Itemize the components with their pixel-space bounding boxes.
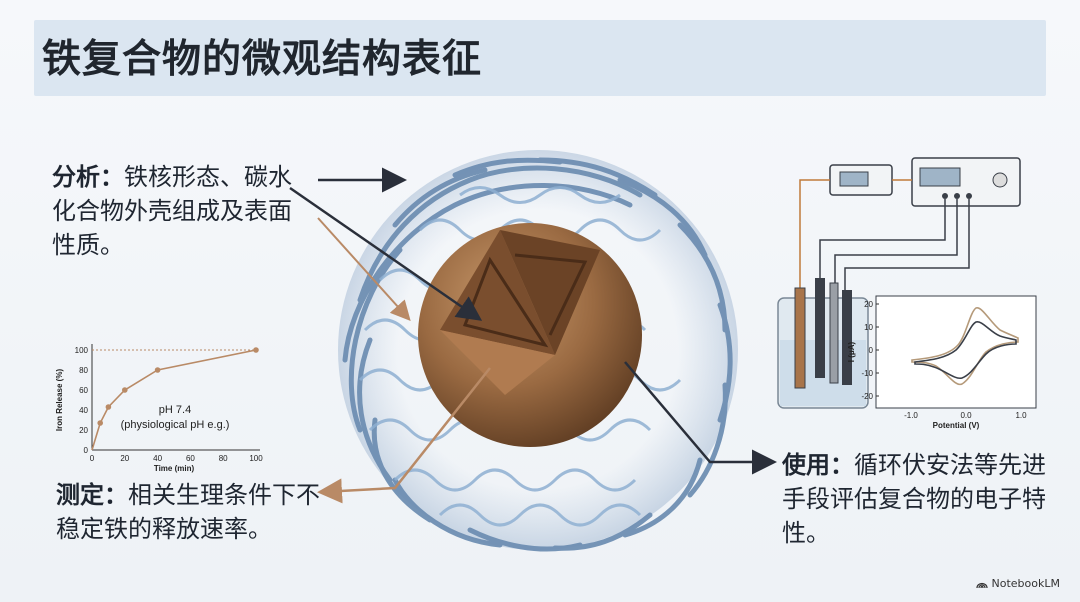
cv-x-tick: -1.0 (904, 411, 918, 420)
cv-plot-frame (876, 296, 1036, 408)
cv-y-tick: -20 (861, 392, 873, 401)
cv-y-tick: -10 (861, 369, 873, 378)
callout-usage: 使用：循环伏安法等先进手段评估复合物的电子特性。 (782, 448, 1052, 550)
cv-x-tick: 0.0 (960, 411, 972, 420)
cv-x-label: Potential (V) (933, 421, 980, 430)
notebooklm-logo-icon (976, 579, 988, 589)
cv-y-tick: 10 (864, 323, 873, 332)
callout-measure: 测定：相关生理条件下不稳定铁的释放速率。 (56, 478, 324, 546)
footer-brand-text: NotebookLM (992, 577, 1060, 590)
cv-y-label: I (μA) (847, 341, 856, 362)
cv-y-tick: 20 (864, 300, 873, 309)
cv-y-tick: 0 (869, 346, 874, 355)
footer-brand: NotebookLM (976, 577, 1060, 590)
cv-x-tick: 1.0 (1015, 411, 1027, 420)
callout-analysis-keyword: 分析： (52, 163, 124, 191)
callout-usage-keyword: 使用： (782, 451, 854, 479)
callout-measure-keyword: 测定： (56, 481, 128, 509)
callout-analysis: 分析：铁核形态、碳水化合物外壳组成及表面性质。 (52, 160, 312, 262)
